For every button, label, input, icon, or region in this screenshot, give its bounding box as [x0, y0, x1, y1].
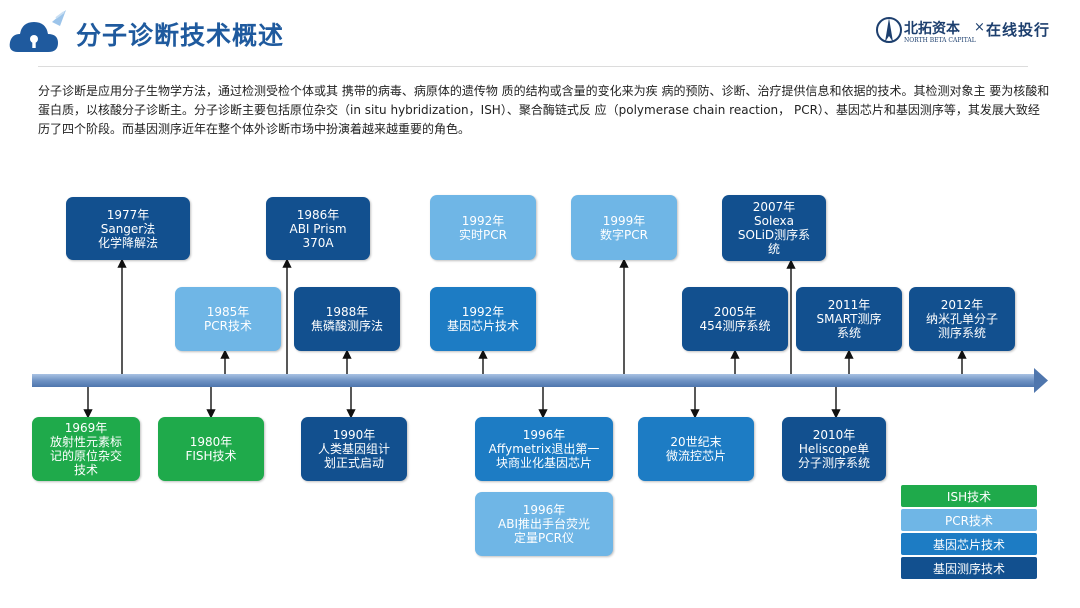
- event-1996-abi-qpcr: 1996年 ABI推出手台荧光 定量PCR仪: [475, 492, 613, 556]
- connector-arrow-up-4: [220, 349, 230, 359]
- event-1980-fish: 1980年 FISH技术: [158, 417, 264, 481]
- legend-pcr: PCR技术: [901, 509, 1037, 531]
- connector-arrow-up-7: [730, 349, 740, 359]
- connector-arrow-down-0: [83, 409, 93, 419]
- connector-arrow-down-2: [346, 409, 356, 419]
- event-1988-pyrosequencing: 1988年 焦磷酸测序法: [294, 287, 400, 351]
- connector-arrow-up-0: [117, 258, 127, 268]
- timeline-arrowhead-icon: [1034, 368, 1048, 393]
- logo-name-cn: 北拓资本: [904, 21, 960, 37]
- cloud-lock-icon: [9, 10, 66, 52]
- event-1985-pcr: 1985年 PCR技术: [175, 287, 281, 351]
- legend-ish: ISH技术: [901, 485, 1037, 507]
- connector-arrow-down-5: [831, 409, 841, 419]
- event-1996-affymetrix: 1996年 Affymetrix退出第一 块商业化基因芯片: [475, 417, 613, 481]
- legend-gene-chip: 基因芯片技术: [901, 533, 1037, 555]
- logo-mark-icon: [876, 17, 902, 43]
- logo-separator: ×: [974, 20, 985, 35]
- connector-arrow-up-3: [786, 259, 796, 269]
- timeline-bar: [32, 374, 1034, 387]
- event-2012-nanopore: 2012年 纳米孔单分子 测序系统: [909, 287, 1015, 351]
- connector-arrow-down-4: [690, 409, 700, 419]
- connector-arrow-up-2: [619, 258, 629, 268]
- legend-gene-sequencing: 基因测序技术: [901, 557, 1037, 579]
- event-2011-smart: 2011年 SMART测序 系统: [796, 287, 902, 351]
- event-2007-solexa: 2007年 Solexa SOLiD测序系 统: [722, 195, 826, 261]
- event-1977-sanger: 1977年 Sanger法 化学降解法: [66, 197, 190, 260]
- connector-arrow-up-9: [957, 349, 967, 359]
- logo-name-en: NORTH BETA CAPITAL: [904, 37, 976, 44]
- event-20th-century-microfluidics: 20世纪末 微流控芯片: [638, 417, 754, 481]
- event-2010-heliscope: 2010年 Heliscope单 分子测序系统: [782, 417, 886, 481]
- connector-arrow-down-1: [206, 409, 216, 419]
- connector-arrow-up-8: [844, 349, 854, 359]
- title-divider: [38, 66, 1028, 67]
- logo-partner: 在线投行: [986, 21, 1051, 39]
- intro-paragraph: 分子诊断是应用分子生物学方法，通过检测受检个体或其 携带的病毒、病原体的遗传物 …: [38, 84, 1050, 136]
- connector-arrow-down-3: [538, 409, 548, 419]
- event-1990-human-genome: 1990年 人类基因组计 划正式启动: [301, 417, 407, 481]
- connector-arrow-up-1: [282, 258, 292, 268]
- event-1986-abi-prism: 1986年 ABI Prism 370A: [266, 197, 370, 260]
- event-1999-digital-pcr: 1999年 数字PCR: [571, 195, 677, 260]
- connector-lines: [83, 258, 967, 419]
- page-title: 分子诊断技术概述: [76, 21, 285, 50]
- event-1969-ish: 1969年 放射性元素标 记的原位杂交 技术: [32, 417, 140, 481]
- event-1992-realtime-pcr: 1992年 实时PCR: [430, 195, 536, 260]
- connector-arrow-up-5: [342, 349, 352, 359]
- event-2005-454: 2005年 454测序系统: [682, 287, 788, 351]
- event-1992-gene-chip: 1992年 基因芯片技术: [430, 287, 536, 351]
- connector-arrow-up-6: [478, 349, 488, 359]
- brand-logo: 北拓资本 NORTH BETA CAPITAL × 在线投行: [876, 14, 1066, 50]
